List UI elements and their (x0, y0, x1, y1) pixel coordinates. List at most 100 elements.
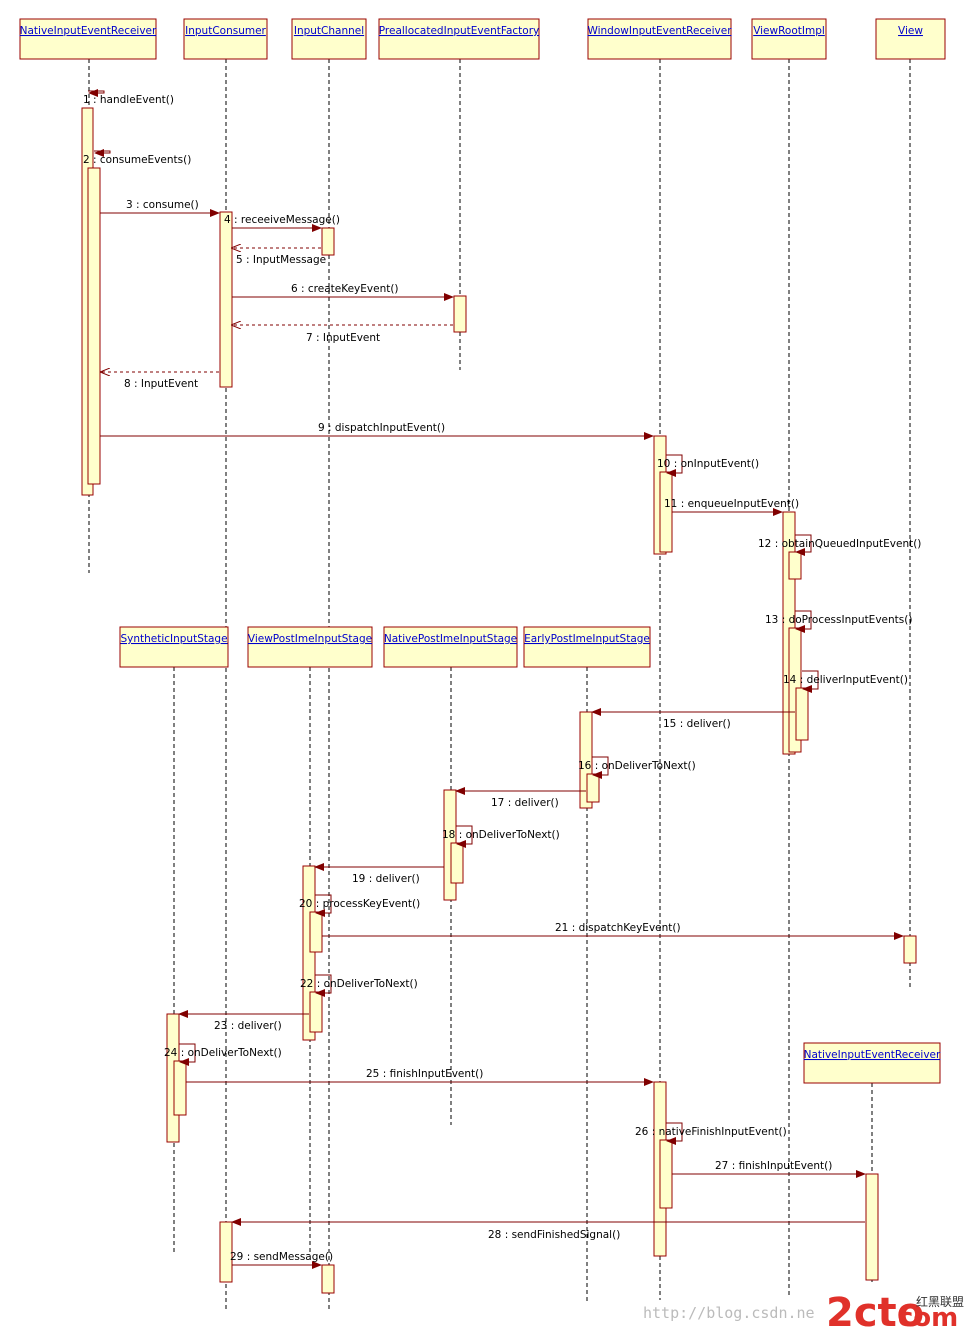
activation-ic-24 (219, 1221, 233, 1283)
message-label-4: 4 : receeiveMessage() (224, 214, 340, 226)
watermark-logo: 2cto (826, 1290, 924, 1333)
message-1: 1 : handleEvent() (83, 89, 174, 106)
message-4: 4 : receeiveMessage() (224, 214, 340, 232)
participant-box-wier (587, 18, 732, 60)
message-14: 14 : deliverInputEvent() (783, 670, 908, 693)
message-28: 28 : sendFinishedSignal() (231, 1218, 865, 1241)
participant-name-nier2: NativeInputEventReceiver (804, 1049, 941, 1061)
message-8: 8 : InputEvent (101, 372, 219, 390)
message-label-28: 28 : sendFinishedSignal() (488, 1229, 620, 1241)
message-21: 21 : dispatchKeyEvent() (322, 922, 904, 940)
message-label-18: 18 : onDeliverToNext() (442, 829, 560, 841)
message-label-27: 27 : finishInputEvent() (715, 1160, 832, 1172)
participant-name-sis: SyntheticInputStage (120, 633, 227, 645)
message-label-20: 20 : processKeyEvent() (299, 898, 420, 910)
message-3: 3 : consume() (100, 199, 220, 217)
activation-nier-1 (87, 167, 101, 485)
message-arrow-18 (456, 825, 473, 848)
message-label-19: 19 : deliver() (352, 873, 420, 885)
message-arrow-13 (795, 610, 812, 633)
message-label-17: 17 : deliver() (491, 797, 559, 809)
message-2: 2 : consumeEvents() (83, 149, 191, 166)
message-6: 6 : createKeyEvent() (232, 283, 454, 301)
message-10: 10 : onInputEvent() (657, 454, 759, 477)
activation-vpis-16 (309, 911, 323, 953)
participant-name-wier: WindowInputEventReceiver (587, 25, 732, 37)
participant-name-ic: InputConsumer (185, 25, 266, 37)
message-label-3: 3 : consume() (126, 199, 199, 211)
message-label-25: 25 : finishInputEvent() (366, 1068, 483, 1080)
message-arrow-10 (666, 454, 683, 477)
message-label-26: 26 : nativeFinishInputEvent() (635, 1126, 787, 1138)
message-arrow-16 (592, 756, 609, 779)
message-arrow-22 (315, 974, 332, 997)
message-arrow-12 (795, 534, 812, 556)
participant-box-pief (378, 18, 540, 60)
activation-wier-22 (659, 1139, 673, 1209)
message-label-5: 5 : InputMessage (236, 254, 326, 266)
message-arrow-24 (179, 1043, 196, 1066)
participant-box-ich (291, 18, 367, 60)
message-16: 16 : onDeliverToNext() (578, 756, 696, 779)
participant-box-vri (751, 18, 827, 60)
message-label-13: 13 : doProcessInputEvents() (765, 614, 912, 626)
watermark-url: http://blog.csdn.ne (643, 1304, 815, 1322)
participant-box-vpis (247, 626, 373, 668)
message-12: 12 : obtainQueuedInputEvent() (758, 534, 921, 556)
participant-box-nier2 (803, 1042, 941, 1084)
participant-box-nier (19, 18, 157, 60)
message-arrow-1 (88, 89, 105, 97)
message-27: 27 : finishInputEvent() (672, 1160, 866, 1178)
activation-sis-20 (173, 1060, 187, 1116)
message-label-16: 16 : onDeliverToNext() (578, 760, 696, 772)
message-arrow-20 (315, 894, 332, 917)
participant-name-pief: PreallocatedInputEventFactory (379, 25, 539, 37)
message-label-11: 11 : enqueueInputEvent() (664, 498, 799, 510)
activation-nier2-23 (865, 1173, 879, 1281)
activation-ich-3 (321, 227, 335, 256)
activation-pief-4 (453, 295, 467, 333)
participant-name-npis: NativePostImeInputStage (384, 633, 517, 645)
message-17: 17 : deliver() (455, 787, 586, 809)
message-24: 24 : onDeliverToNext() (164, 1043, 282, 1066)
message-label-15: 15 : deliver() (663, 718, 731, 730)
message-29: 29 : sendMessage() (230, 1251, 333, 1269)
activation-epis-12 (586, 773, 600, 803)
message-label-7: 7 : InputEvent (306, 332, 380, 344)
participant-box-npis (383, 626, 518, 668)
message-label-21: 21 : dispatchKeyEvent() (555, 922, 681, 934)
message-label-12: 12 : obtainQueuedInputEvent() (758, 538, 921, 550)
participant-name-nier: NativeInputEventReceiver (20, 25, 157, 37)
participant-box-view (875, 18, 946, 60)
message-label-10: 10 : onInputEvent() (657, 458, 759, 470)
watermark: http://blog.csdn.ne 2cto .com 红黑联盟 (643, 1290, 964, 1333)
message-label-14: 14 : deliverInputEvent() (783, 674, 908, 686)
activation-ic-2 (219, 211, 233, 388)
participant-name-view: View (898, 25, 923, 37)
participant-name-epis: EarlyPostImeInputStage (524, 633, 650, 645)
participant-box-epis (523, 626, 651, 668)
message-label-29: 29 : sendMessage() (230, 1251, 333, 1263)
activation-bars (81, 107, 917, 1294)
activation-npis-14 (450, 842, 464, 884)
message-7: 7 : InputEvent (232, 325, 453, 344)
participant-box-ic (183, 18, 268, 60)
message-11: 11 : enqueueInputEvent() (664, 498, 799, 516)
message-arrow-2 (94, 149, 111, 157)
message-label-8: 8 : InputEvent (124, 378, 198, 390)
message-15: 15 : deliver() (591, 708, 795, 730)
participant-name-vri: ViewRootImpl (753, 25, 825, 37)
activation-wier-6 (659, 471, 673, 553)
message-label-6: 6 : createKeyEvent() (291, 283, 399, 295)
participant-box-sis (119, 626, 229, 668)
message-5: 5 : InputMessage (232, 248, 326, 266)
message-23: 23 : deliver() (178, 1010, 309, 1032)
message-label-24: 24 : onDeliverToNext() (164, 1047, 282, 1059)
watermark-logo-cn: 红黑联盟 (916, 1294, 964, 1309)
activation-vri-8 (788, 551, 802, 580)
message-18: 18 : onDeliverToNext() (442, 825, 560, 848)
activation-vri-10 (795, 687, 809, 741)
message-19: 19 : deliver() (314, 863, 444, 885)
